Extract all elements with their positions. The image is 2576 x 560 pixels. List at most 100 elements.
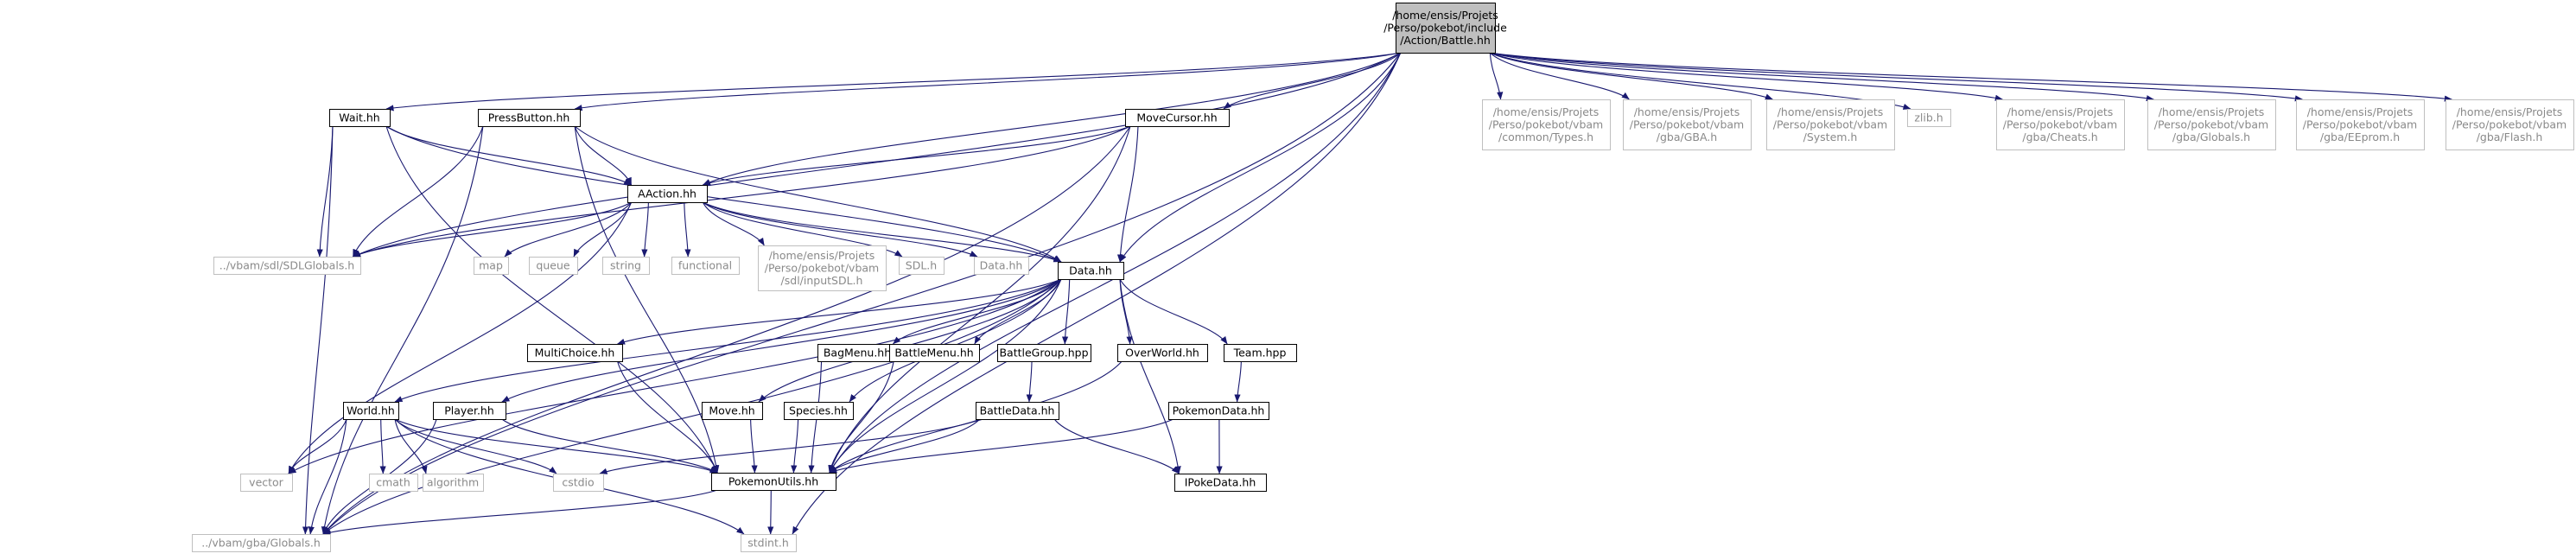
edge-battle-to-vbam-system bbox=[1490, 52, 1773, 100]
node-box bbox=[423, 474, 484, 492]
node-label-line: /home/ensis/Projets bbox=[2307, 105, 2414, 118]
edge-battle-to-vbam-eeprom bbox=[1490, 52, 2303, 102]
node-queue: queue bbox=[529, 257, 578, 275]
edge-battlegroup-to-battledata bbox=[1026, 360, 1033, 403]
edge-aaction-to-string bbox=[641, 201, 649, 258]
edge-player-to-pokemonutils bbox=[501, 418, 718, 474]
node-box bbox=[889, 344, 980, 362]
node-label-line: /home/ensis/Projets bbox=[2159, 105, 2265, 118]
node-move[interactable]: Move.hh bbox=[702, 402, 763, 420]
node-battledata[interactable]: BattleData.hh bbox=[976, 402, 1059, 420]
node-multichoice[interactable]: MultiChoice.hh bbox=[527, 344, 623, 362]
node-team[interactable]: Team.hpp bbox=[1224, 344, 1297, 362]
node-data[interactable]: Data.hh bbox=[1058, 262, 1124, 280]
node-box bbox=[433, 402, 506, 420]
edge-pokemondata-to-pokemonutils bbox=[829, 418, 1174, 474]
edge-species-to-pokemonutils bbox=[791, 418, 799, 474]
edge-movecursor-to-sdlglobals bbox=[353, 125, 1131, 258]
edge-wait-to-aaction bbox=[385, 125, 632, 186]
node-player[interactable]: Player.hh bbox=[433, 402, 506, 420]
edge-data-to-bagmenu bbox=[893, 278, 1062, 345]
edge-pressbutton-to-gbaglobals bbox=[321, 125, 484, 535]
edge-battle-to-pressbutton bbox=[574, 52, 1401, 111]
node-aaction[interactable]: AAction.hh bbox=[627, 185, 708, 203]
node-label-line: IPokeData.hh bbox=[1185, 475, 1256, 488]
node-pokemonutils[interactable]: PokemonUtils.hh bbox=[711, 473, 836, 491]
node-box bbox=[192, 534, 331, 552]
node-ipokedata[interactable]: IPokeData.hh bbox=[1174, 474, 1267, 492]
node-label-line: BattleData.hh bbox=[980, 404, 1055, 417]
node-label-line: /home/ensis/Projets bbox=[769, 249, 875, 262]
node-box bbox=[1907, 109, 1951, 127]
node-vbam-eeprom: /home/ensis/Projets/Perso/pokebot/vbam/g… bbox=[2296, 99, 2425, 150]
edge-pokemonutils-to-gbaglobals bbox=[322, 489, 718, 536]
node-label-line: /gba/Cheats.h bbox=[2022, 130, 2097, 143]
node-inputsdl: /home/ensis/Projets/Perso/pokebot/vbam/s… bbox=[758, 245, 887, 291]
node-pressbutton[interactable]: PressButton.hh bbox=[478, 109, 581, 127]
node-label-line: /Perso/pokebot/vbam bbox=[2452, 118, 2566, 130]
node-battlemenu[interactable]: BattleMenu.hh bbox=[889, 344, 980, 362]
node-species[interactable]: Species.hh bbox=[784, 402, 854, 420]
node-box bbox=[758, 245, 887, 291]
edge-movecursor-to-aaction bbox=[702, 125, 1131, 186]
edge-battle-to-stdint bbox=[792, 52, 1402, 535]
node-box bbox=[1996, 99, 2125, 150]
node-label-line: PressButton.hh bbox=[488, 111, 570, 124]
edge-pressbutton-to-sdlglobals bbox=[352, 125, 484, 258]
edge-wait-to-data bbox=[385, 125, 1062, 263]
edge-movecursor-to-data bbox=[1116, 125, 1139, 263]
node-label-line: /Perso/pokebot/vbam bbox=[2303, 118, 2417, 130]
edge-layer bbox=[288, 52, 2452, 536]
edge-data-to-multichoice bbox=[617, 278, 1062, 345]
edge-pokemonutils-to-stdint bbox=[767, 489, 774, 535]
node-box bbox=[1174, 474, 1267, 492]
node-label-line: OverWorld.hh bbox=[1125, 346, 1199, 359]
node-zlib: zlib.h bbox=[1907, 109, 1951, 127]
edge-battle-to-vbam-flash bbox=[1490, 52, 2452, 102]
node-cstdio: cstdio bbox=[553, 474, 604, 492]
edge-data-to-player bbox=[501, 278, 1062, 403]
edge-aaction-to-sdlglobals bbox=[353, 201, 632, 258]
node-label-line: BagMenu.hh bbox=[824, 346, 891, 359]
node-sdl: SDL.h bbox=[899, 257, 945, 275]
node-overworld[interactable]: OverWorld.hh bbox=[1117, 344, 1208, 362]
node-bagmenu[interactable]: BagMenu.hh bbox=[817, 344, 898, 362]
edge-move-to-pokemonutils bbox=[750, 418, 758, 474]
node-wait[interactable]: Wait.hh bbox=[329, 109, 391, 127]
node-box bbox=[1482, 99, 1611, 150]
edge-bagmenu-to-pokemonutils bbox=[808, 360, 823, 474]
edge-wait-to-gbaglobals bbox=[302, 125, 334, 535]
node-label-line: Data.hh bbox=[980, 258, 1023, 271]
node-cmath: cmath bbox=[369, 474, 418, 492]
node-label-line: cstdio bbox=[562, 475, 594, 488]
node-functional: functional bbox=[671, 257, 740, 275]
node-box bbox=[1623, 99, 1752, 150]
edge-battle-to-vbam-cheats bbox=[1490, 52, 2003, 101]
node-label-line: /sdl/inputSDL.h bbox=[781, 274, 863, 287]
node-pokemondata[interactable]: PokemonData.hh bbox=[1168, 402, 1269, 420]
node-box bbox=[2446, 99, 2574, 150]
edge-battledata-to-pokemonutils bbox=[829, 418, 981, 474]
node-movecursor[interactable]: MoveCursor.hh bbox=[1125, 109, 1230, 127]
edge-world-to-vector bbox=[288, 418, 347, 474]
edge-battle-to-vbam-gba bbox=[1489, 52, 1630, 100]
node-map: map bbox=[474, 257, 509, 275]
edge-world-to-cstdio bbox=[394, 418, 557, 474]
node-label-line: MultiChoice.hh bbox=[535, 346, 615, 359]
edge-pressbutton-to-aaction bbox=[574, 125, 633, 186]
node-battle[interactable]: /home/ensis/Projets/Perso/pokebot/includ… bbox=[1383, 3, 1507, 54]
node-box bbox=[702, 402, 763, 420]
node-vbam-types: /home/ensis/Projets/Perso/pokebot/vbam/c… bbox=[1482, 99, 1611, 150]
node-battlegroup[interactable]: BattleGroup.hpp bbox=[997, 344, 1091, 362]
node-label-line: zlib.h bbox=[1914, 111, 1943, 124]
edge-wait-to-pokemonutils bbox=[385, 125, 718, 474]
node-label-line: SDL.h bbox=[906, 258, 937, 271]
edge-data-to-pokemonutils bbox=[829, 278, 1062, 474]
node-label-line: /home/ensis/Projets bbox=[1392, 9, 1498, 22]
node-label-line: queue bbox=[536, 258, 569, 271]
node-box bbox=[1168, 402, 1269, 420]
edge-aaction-to-map bbox=[504, 201, 633, 258]
edge-aaction-to-functional bbox=[684, 201, 691, 258]
node-world[interactable]: World.hh bbox=[343, 402, 399, 420]
